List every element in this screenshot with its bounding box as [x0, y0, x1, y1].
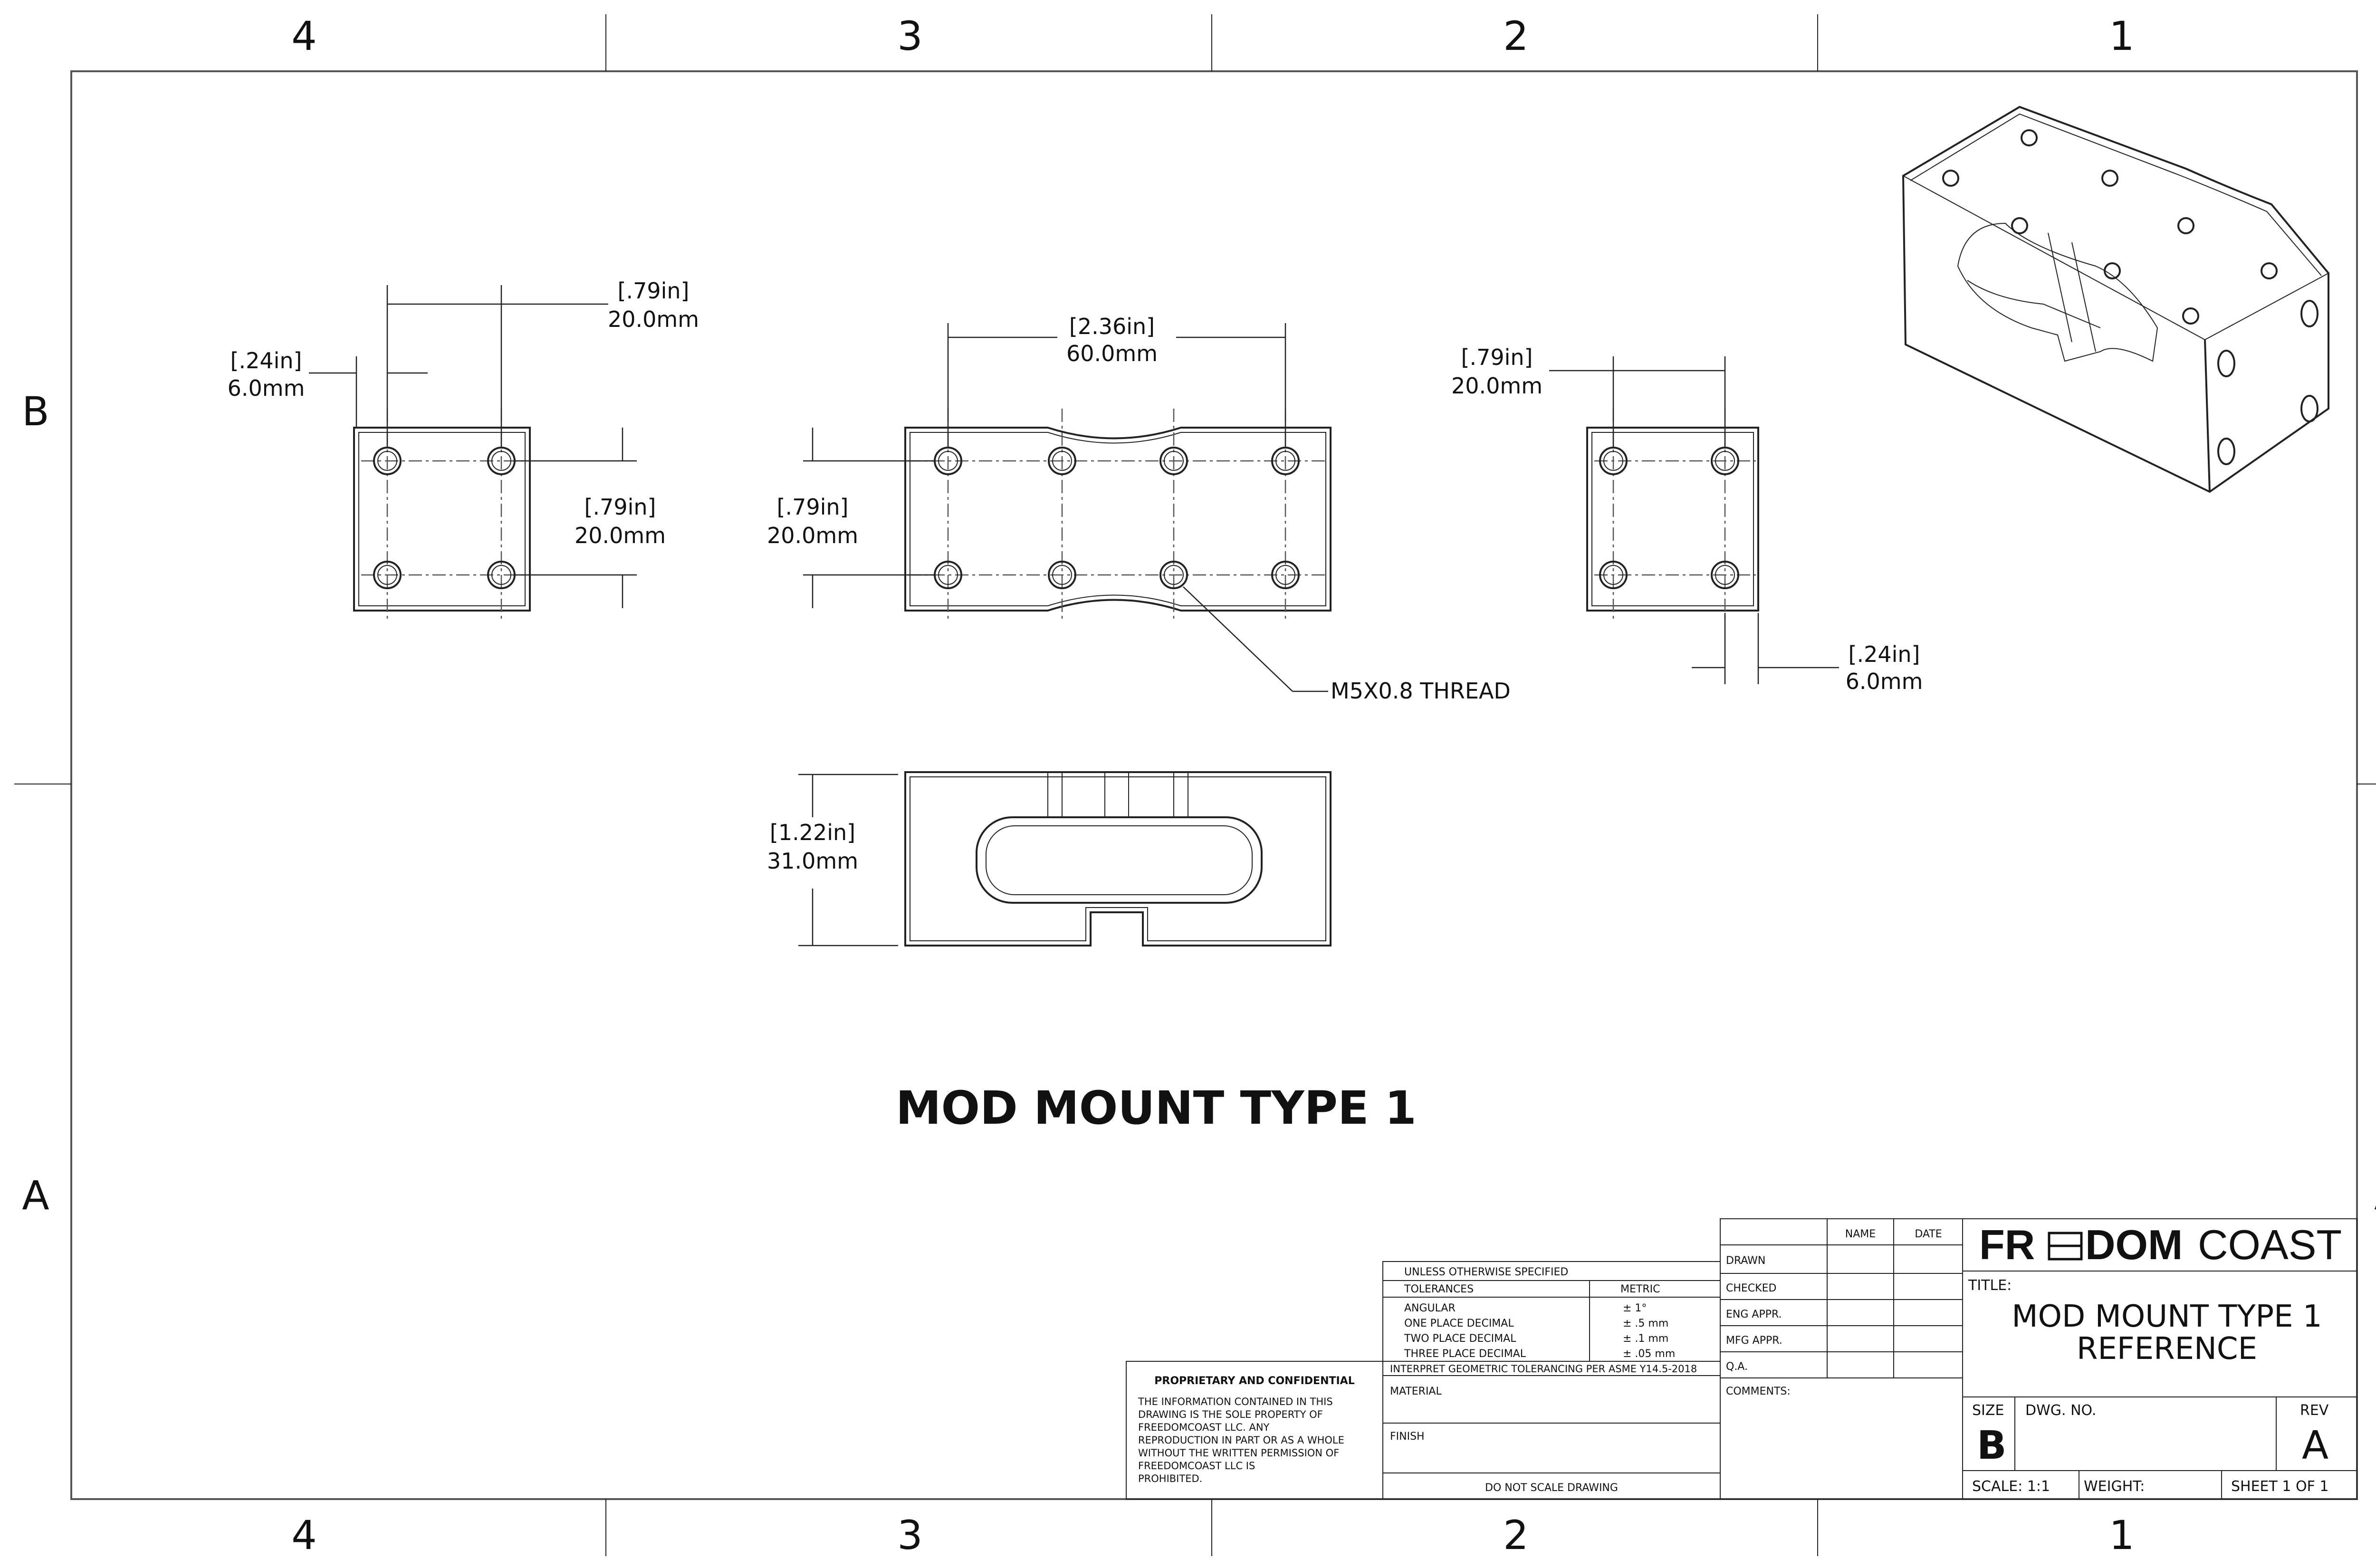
dim-left-offset-mm: 6.0mm [228, 375, 305, 401]
top-view-dimension-lines [803, 323, 1328, 692]
approvals-date-header: DATE [1915, 1228, 1942, 1240]
rev-label: REV [2300, 1402, 2329, 1419]
material-label: MATERIAL [1390, 1386, 1442, 1397]
zone-top-3: 3 [897, 13, 922, 59]
zone-right-a: A [2374, 1172, 2376, 1219]
proprietary-heading: PROPRIETARY AND CONFIDENTIAL [1154, 1375, 1354, 1387]
dim-right-offset-mm: 6.0mm [1846, 669, 1923, 694]
dim-top-span-mm: 60.0mm [1066, 341, 1158, 366]
zone-bottom-2: 2 [1503, 1512, 1528, 1558]
dim-left-offset-in: [.24in] [230, 348, 302, 373]
tol-row-one-place-value: ± .5 mm [1623, 1318, 1668, 1329]
tol-row-angular-label: ANGULAR [1404, 1302, 1456, 1314]
dim-right-spacing-in: [.79in] [1461, 344, 1533, 370]
comments-label: COMMENTS: [1726, 1386, 1791, 1397]
zone-top-4: 4 [291, 13, 316, 59]
proprietary-line-1: THE INFORMATION CONTAINED IN THIS [1138, 1396, 1333, 1407]
left-view-dimension-lines [309, 285, 637, 608]
proprietary-line-6: FREEDOMCOAST LLC IS [1138, 1460, 1255, 1472]
dim-left-spacing-mm: 20.0mm [608, 306, 699, 332]
interpret-tolerancing-note: INTERPRET GEOMETRIC TOLERANCING PER ASME… [1390, 1363, 1697, 1375]
tol-row-one-place-label: ONE PLACE DECIMAL [1404, 1318, 1514, 1329]
metric-label: METRIC [1620, 1283, 1660, 1295]
zone-right-b: B [2374, 388, 2376, 435]
title-line-1: MOD MOUNT TYPE 1 [2012, 1299, 2322, 1334]
top-view [904, 409, 1332, 622]
proprietary-line-4: REPRODUCTION IN PART OR AS A WHOLE [1138, 1434, 1344, 1446]
front-view-dimension-lines [798, 774, 898, 947]
proprietary-line-3: FREEDOMCOAST LLC. ANY [1138, 1422, 1270, 1433]
tol-row-two-place-label: TWO PLACE DECIMAL [1404, 1333, 1516, 1345]
dim-left-vertical-mm: 20.0mm [575, 523, 666, 548]
proprietary-line-2: DRAWING IS THE SOLE PROPERTY OF [1138, 1409, 1323, 1420]
zone-top-2: 2 [1503, 13, 1528, 59]
dwg-no-label: DWG. NO. [2025, 1402, 2096, 1419]
title-label: TITLE: [1968, 1277, 2012, 1294]
isometric-view [1902, 105, 2329, 493]
scale-field: SCALE: 1:1 [1972, 1478, 2050, 1495]
zone-bottom-3: 3 [897, 1512, 922, 1558]
thread-callout: M5X0.8 THREAD [1331, 678, 1511, 704]
tol-row-three-place-label: THREE PLACE DECIMAL [1404, 1348, 1526, 1360]
approval-mfg-label: MFG APPR. [1726, 1335, 1782, 1347]
proprietary-line-5: WITHOUT THE WRITTEN PERMISSION OF [1138, 1447, 1339, 1459]
dim-front-height-in: [1.22in] [770, 820, 855, 845]
finish-label: FINISH [1390, 1431, 1425, 1443]
sheet-field: SHEET 1 OF 1 [2231, 1478, 2329, 1495]
approval-drawn-label: DRAWN [1726, 1255, 1765, 1267]
approval-eng-label: ENG APPR. [1726, 1309, 1782, 1320]
proprietary-line-7: PROHIBITED. [1138, 1473, 1202, 1484]
approval-qa-label: Q.A. [1726, 1361, 1748, 1373]
weight-field: WEIGHT: [2084, 1478, 2145, 1495]
do-not-scale-note: DO NOT SCALE DRAWING [1485, 1482, 1618, 1494]
size-value: B [1977, 1423, 2007, 1468]
zone-top-1: 1 [2109, 13, 2134, 59]
svg-text:DOM: DOM [2085, 1221, 2183, 1268]
zone-bottom-1: 1 [2109, 1512, 2134, 1558]
title-block-grid [1126, 1218, 2357, 1500]
dim-front-height-mm: 31.0mm [767, 848, 858, 874]
left-end-view [353, 409, 531, 622]
approvals-name-header: NAME [1845, 1228, 1876, 1240]
tol-row-two-place-value: ± .1 mm [1623, 1333, 1668, 1345]
size-label: SIZE [1972, 1402, 2004, 1419]
tol-row-angular-value: ± 1° [1623, 1302, 1647, 1314]
rev-value: A [2302, 1423, 2328, 1468]
unless-specified-note: UNLESS OTHERWISE SPECIFIED [1404, 1266, 1568, 1278]
dim-top-span-in: [2.36in] [1069, 314, 1155, 339]
zone-bottom-4: 4 [291, 1512, 316, 1558]
dim-left-vertical-in: [.79in] [584, 494, 656, 520]
tolerances-label: TOLERANCES [1404, 1283, 1474, 1295]
zone-left-b: B [22, 388, 49, 435]
dim-top-vertical-mm: 20.0mm [767, 523, 858, 548]
dim-left-spacing-in: [.79in] [618, 278, 690, 304]
front-view [904, 771, 1332, 947]
drawing-title: MOD MOUNT TYPE 1 [896, 1081, 1417, 1135]
zone-left-a: A [22, 1172, 49, 1219]
svg-text:COAST: COAST [2198, 1221, 2342, 1268]
svg-text:FR: FR [1979, 1221, 2035, 1268]
title-line-2: REFERENCE [2077, 1331, 2257, 1367]
dim-right-spacing-mm: 20.0mm [1451, 373, 1542, 399]
tol-row-three-place-value: ± .05 mm [1623, 1348, 1675, 1360]
dim-top-vertical-in: [.79in] [777, 494, 849, 520]
dim-right-offset-in: [.24in] [1849, 641, 1920, 667]
approval-checked-label: CHECKED [1726, 1282, 1776, 1294]
freedomcoast-logo: FR DOM COAST [1979, 1221, 2342, 1268]
right-view-dimension-lines [1549, 356, 1839, 684]
